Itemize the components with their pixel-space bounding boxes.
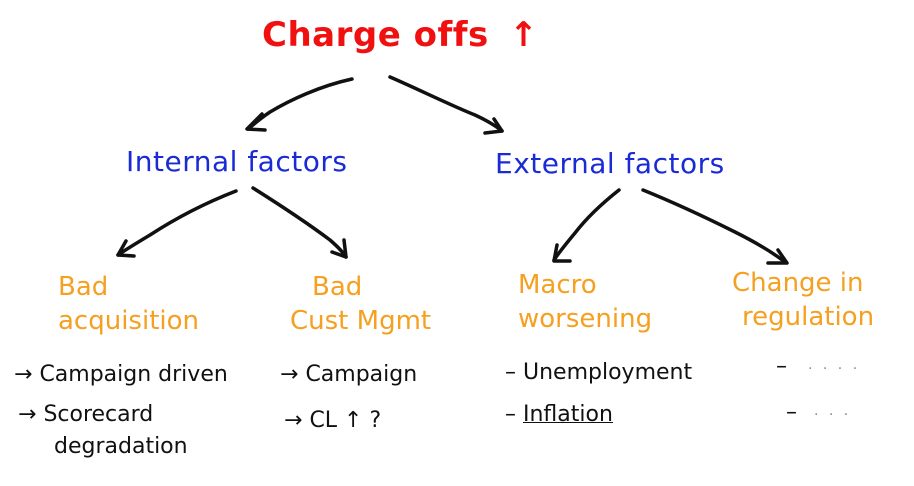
node-label-line2: worsening xyxy=(518,304,653,334)
arrow-internal-to-bad-acquisition xyxy=(116,189,238,258)
change-in-regulation-node: Change in regulation xyxy=(732,266,874,334)
node-label-line2: acquisition xyxy=(58,306,200,336)
arrow-root-to-external xyxy=(388,75,504,135)
dash-icon: – xyxy=(505,402,516,427)
leaf-scorecard-degradation: → Scorecard degradation xyxy=(18,404,188,458)
right-arrow-icon: → xyxy=(280,362,299,387)
dash-icon: – xyxy=(505,360,516,385)
leaf-text: Campaign xyxy=(305,362,418,387)
node-label-line1: Macro xyxy=(518,270,597,300)
root-label: Charge offs xyxy=(262,15,489,55)
leaf-text: Scorecard xyxy=(43,402,154,427)
leaf-text: Unemployment xyxy=(523,360,693,385)
bad-acquisition-node: Bad acquisition xyxy=(58,270,199,338)
dash-icon: – xyxy=(776,354,787,379)
dash-icon: – xyxy=(786,400,797,425)
leaf-text-line2: degradation xyxy=(54,434,188,459)
leaf-regulation-placeholder-1: – · · · · xyxy=(776,356,860,378)
node-label-line2: regulation xyxy=(742,302,875,332)
up-arrow-icon: ↑ xyxy=(509,15,539,55)
right-arrow-icon: → xyxy=(284,408,303,433)
node-label-line1: Change in xyxy=(732,268,864,298)
arrow-internal-to-bad-cust-mgmt xyxy=(251,186,348,259)
leaf-text: Campaign driven xyxy=(39,362,228,387)
root-node: Charge offs ↑ xyxy=(262,18,538,52)
leaf-text: · · · · xyxy=(808,361,861,377)
leaf-unemployment: – Unemployment xyxy=(505,362,692,384)
leaf-regulation-placeholder-2: – · · · xyxy=(786,402,851,424)
leaf-campaign-driven: → Campaign driven xyxy=(14,364,228,386)
leaf-credit-limit-increase: → CL ↑ ? xyxy=(284,410,381,432)
right-arrow-icon: → xyxy=(18,402,37,427)
node-label-line1: Bad xyxy=(58,272,109,302)
bad-cust-mgmt-node: Bad Cust Mgmt xyxy=(290,270,431,338)
external-factors-node: External factors xyxy=(495,147,725,180)
internal-factors-node: Internal factors xyxy=(126,145,348,178)
arrow-external-to-regulation xyxy=(641,188,789,265)
leaf-text: · · · xyxy=(814,407,852,423)
leaf-text: Inflation xyxy=(523,402,613,427)
leaf-campaign: → Campaign xyxy=(280,364,417,386)
leaf-text: CL ↑ ? xyxy=(309,408,382,433)
node-label-line2: Cust Mgmt xyxy=(290,306,432,336)
arrow-root-to-internal xyxy=(245,77,354,132)
macro-worsening-node: Macro worsening xyxy=(518,268,652,336)
arrow-external-to-macro xyxy=(552,188,621,263)
leaf-inflation: – Inflation xyxy=(505,404,613,426)
right-arrow-icon: → xyxy=(14,362,33,387)
node-label-line1: Bad xyxy=(312,272,363,302)
